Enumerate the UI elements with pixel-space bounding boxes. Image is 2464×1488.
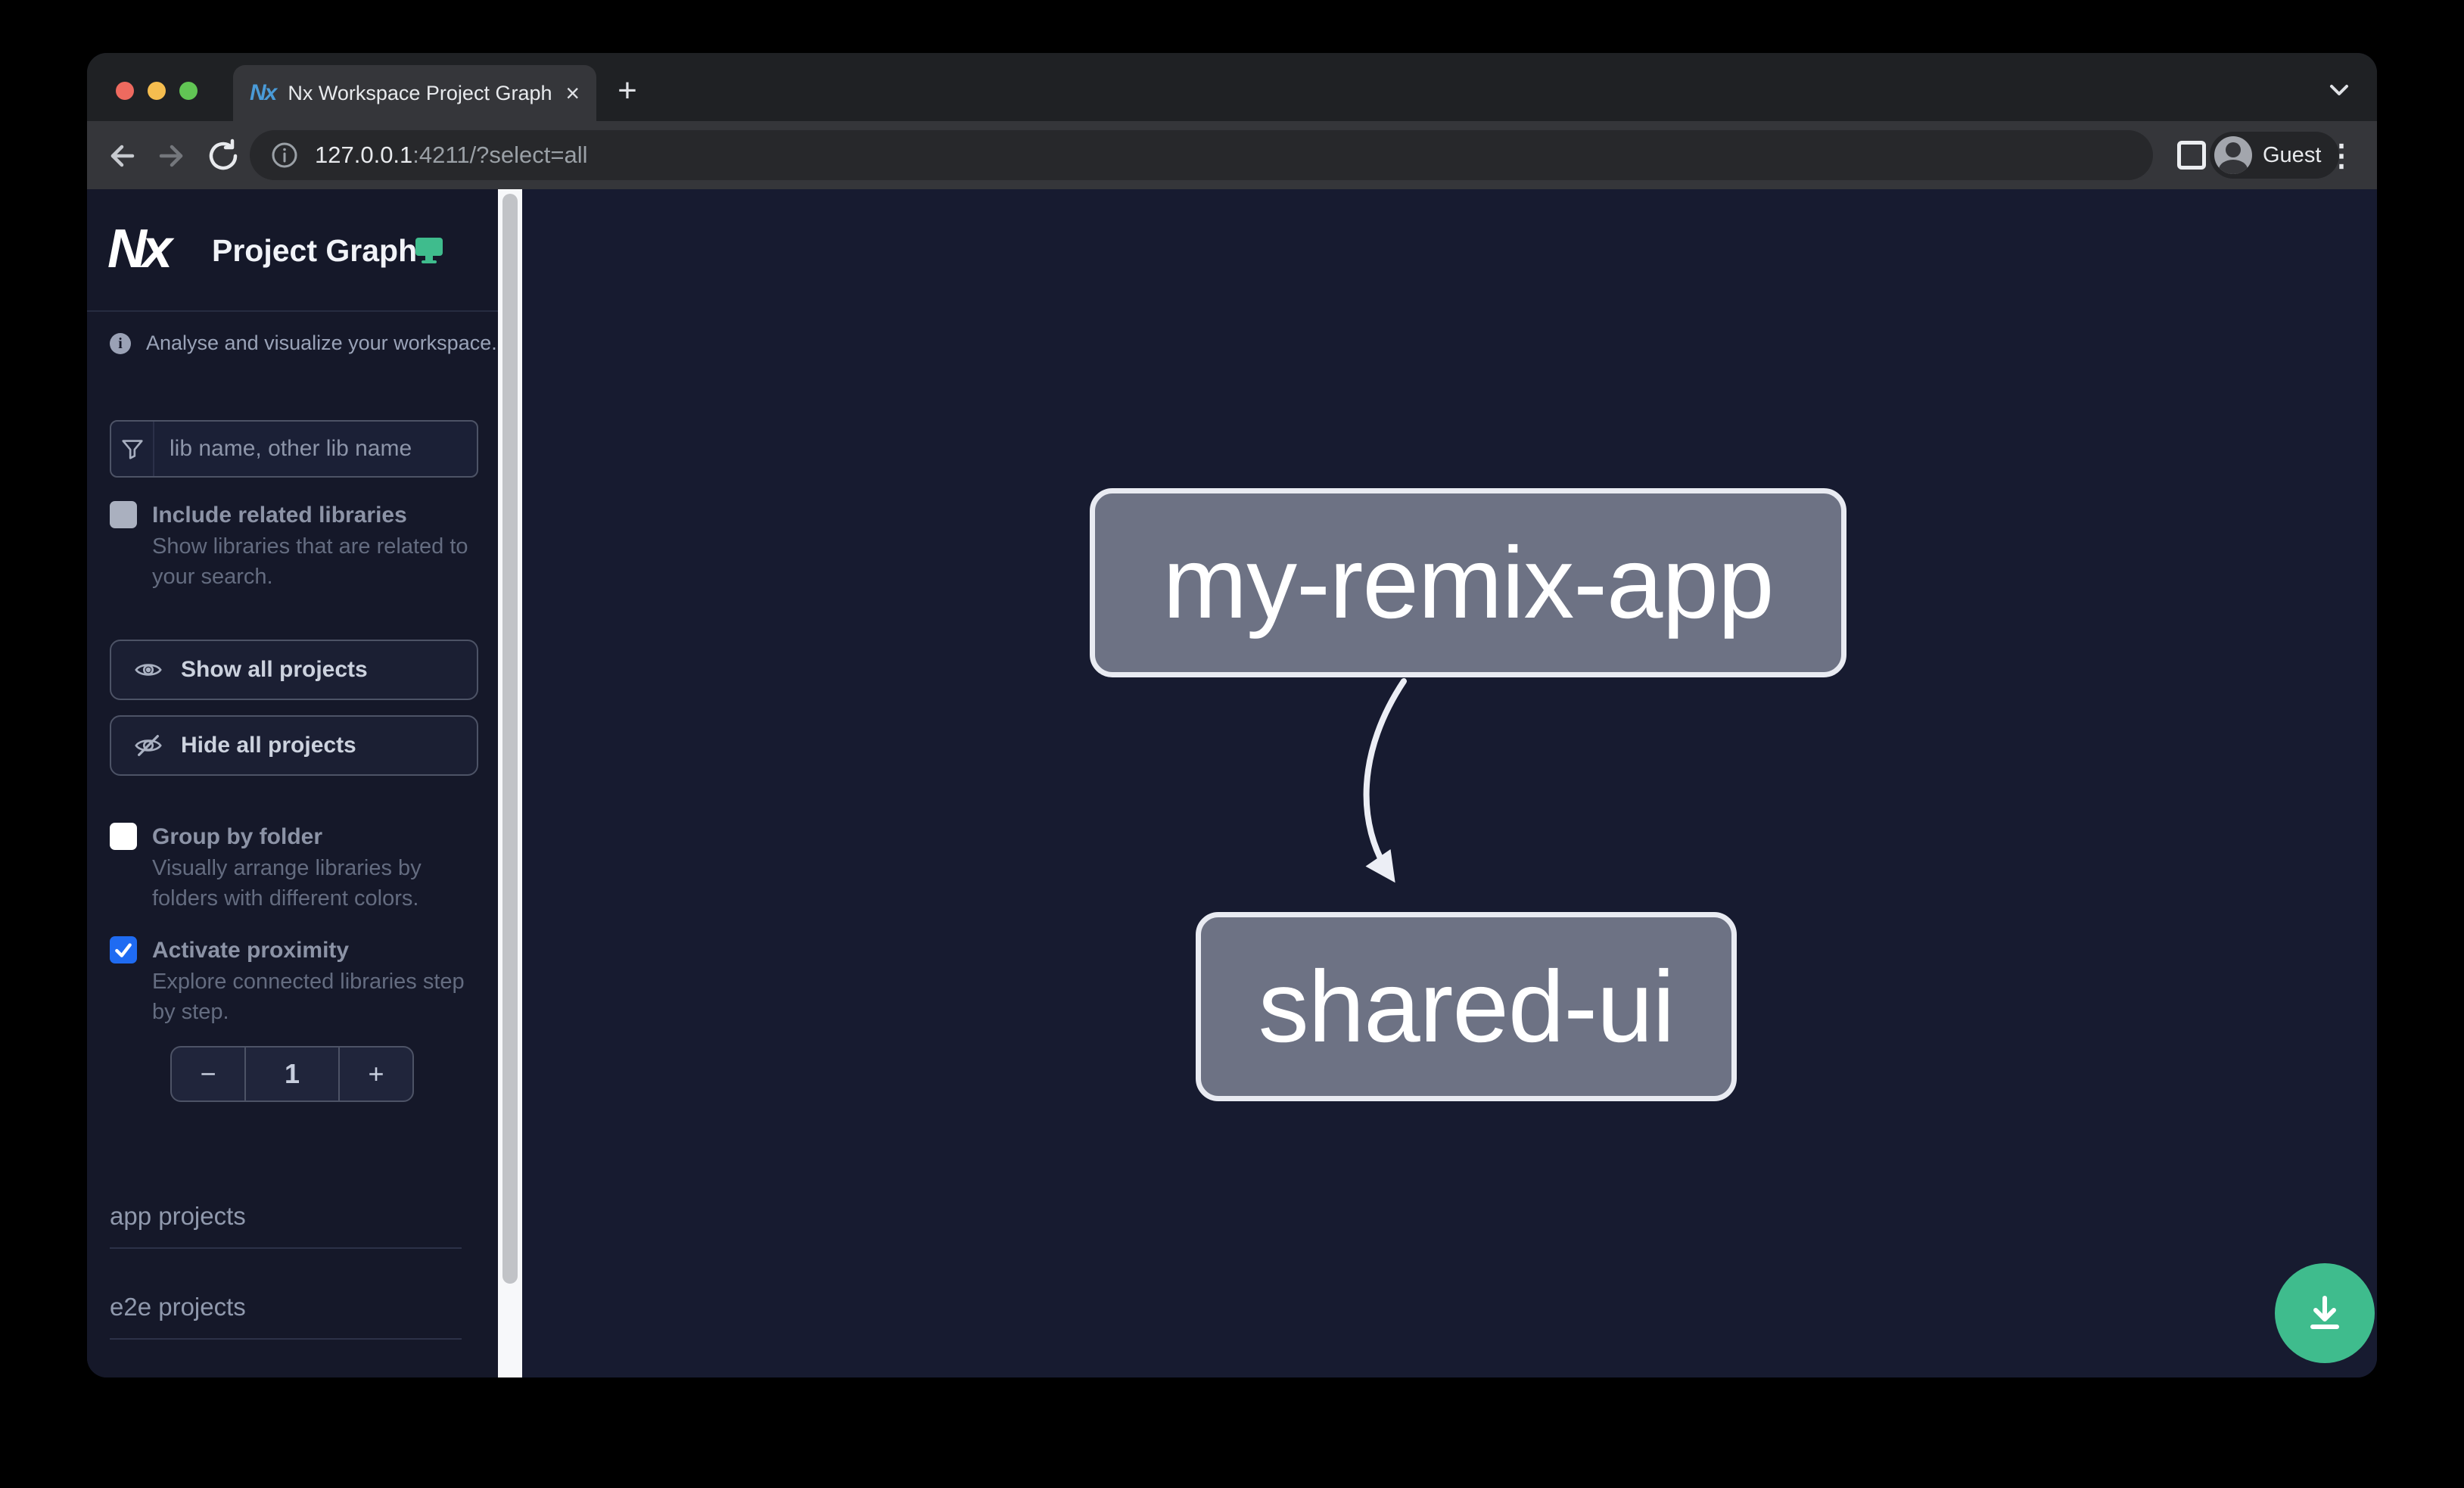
include-related-row: Include related libraries <box>110 501 407 530</box>
activate-proximity-checkbox[interactable] <box>110 936 137 963</box>
decrement-button[interactable]: − <box>200 1058 216 1089</box>
activate-proximity-label: Activate proximity <box>152 938 350 963</box>
download-graph-button[interactable] <box>2275 1263 2375 1363</box>
new-tab-button[interactable]: + <box>618 72 637 109</box>
hide-all-projects-label: Hide all projects <box>181 733 356 758</box>
graph-canvas[interactable]: my-remix-app shared-ui <box>522 189 2377 1377</box>
section-app-projects: app projects <box>110 1202 462 1249</box>
tab-strip: Nx Nx Workspace Project Graph × + <box>87 53 2377 121</box>
traffic-minimize-button[interactable] <box>148 82 166 100</box>
scrollbar-thumb[interactable] <box>502 194 518 1284</box>
sidebar-header: Nx Project Graph <box>87 189 498 310</box>
browser-tab[interactable]: Nx Nx Workspace Project Graph × <box>233 65 596 121</box>
include-related-label: Include related libraries <box>152 503 407 528</box>
node-label: my-remix-app <box>1162 526 1775 640</box>
url-path: :4211/?select=all <box>412 142 588 168</box>
avatar-icon <box>2214 136 2252 174</box>
page-title: Project Graph <box>212 233 418 268</box>
group-by-folder-row: Group by folder <box>110 823 322 851</box>
include-related-description: Show libraries that are related to your … <box>152 534 468 589</box>
section-e2e-projects: e2e projects <box>110 1293 462 1340</box>
monitor-icon[interactable] <box>412 233 446 266</box>
include-related-checkbox[interactable] <box>110 501 137 528</box>
checkmark-icon <box>115 943 132 957</box>
traffic-zoom-button[interactable] <box>179 82 198 100</box>
group-by-folder-checkbox[interactable] <box>110 823 137 850</box>
nx-favicon-icon: Nx <box>250 80 277 105</box>
eye-off-icon <box>135 735 162 756</box>
proximity-depth-value: 1 <box>244 1048 340 1100</box>
tab-search-chevron-icon[interactable] <box>2324 74 2354 104</box>
browser-menu-kebab-icon[interactable]: ⋮ <box>2326 139 2357 173</box>
forward-button[interactable] <box>154 138 190 174</box>
tagline-row: i Analyse and visualize your workspace. <box>110 332 497 355</box>
hide-all-projects-button[interactable]: Hide all projects <box>110 715 478 776</box>
tab-title: Nx Workspace Project Graph <box>288 81 552 104</box>
browser-window: Nx Nx Workspace Project Graph × + <box>87 53 2377 1377</box>
back-button[interactable] <box>104 138 140 174</box>
graph-node-shared-ui[interactable]: shared-ui <box>1196 912 1737 1101</box>
sidebar-divider <box>87 310 498 312</box>
content-area: Nx Project Graph i Analyse and visualize… <box>87 189 2377 1377</box>
nx-logo: Nx <box>107 219 173 279</box>
info-icon: i <box>110 332 131 354</box>
show-all-projects-button[interactable]: Show all projects <box>110 640 478 700</box>
group-by-folder-description: Visually arrange libraries by folders wi… <box>152 856 422 911</box>
url-text: 127.0.0.1:4211/?select=all <box>315 142 588 169</box>
activate-proximity-description: Explore connected libraries step by step… <box>152 970 465 1024</box>
tab-close-icon[interactable]: × <box>565 79 580 107</box>
sidebar: Nx Project Graph i Analyse and visualize… <box>87 189 498 1377</box>
browser-toolbar: 127.0.0.1:4211/?select=all Guest ⋮ <box>87 121 2377 189</box>
profile-label: Guest <box>2263 142 2322 167</box>
url-host: 127.0.0.1 <box>315 142 413 168</box>
group-by-folder-label: Group by folder <box>152 824 322 849</box>
sidebar-scrollbar[interactable] <box>498 189 522 1377</box>
filter-box <box>110 420 478 478</box>
profile-chip[interactable]: Guest <box>2210 132 2340 179</box>
traffic-close-button[interactable] <box>116 82 134 100</box>
node-label: shared-ui <box>1258 950 1675 1063</box>
funnel-icon <box>111 422 154 476</box>
edge-my-remix-app-to-shared-ui <box>1363 678 1407 883</box>
graph-node-my-remix-app[interactable]: my-remix-app <box>1090 488 1846 677</box>
graph-edges <box>1363 678 1407 883</box>
filter-input[interactable] <box>154 422 477 476</box>
side-panel-icon[interactable] <box>2177 141 2206 170</box>
site-info-icon[interactable] <box>271 142 298 169</box>
show-all-projects-label: Show all projects <box>181 657 368 682</box>
tagline-text: Analyse and visualize your workspace. <box>146 332 497 354</box>
proximity-depth-stepper: − 1 + <box>170 1046 414 1102</box>
increment-button[interactable]: + <box>368 1058 384 1089</box>
url-bar[interactable]: 127.0.0.1:4211/?select=all <box>250 130 2153 180</box>
download-icon <box>2310 1296 2339 1329</box>
eye-icon <box>135 664 162 676</box>
activate-proximity-row: Activate proximity <box>110 936 349 965</box>
reload-button[interactable] <box>205 138 241 174</box>
